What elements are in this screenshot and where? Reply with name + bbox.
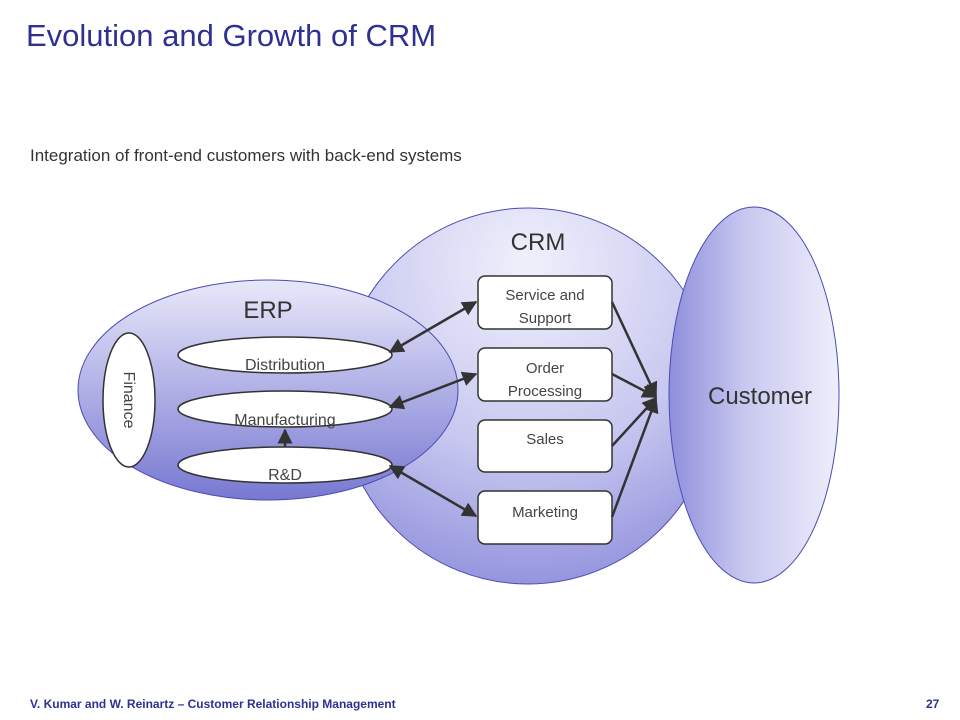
order-to-customer-arrow bbox=[611, 372, 658, 399]
erp-item-manufacturing-label: Manufacturing bbox=[234, 412, 335, 429]
erp-item-distribution bbox=[177, 336, 393, 374]
erp-label: ERP bbox=[243, 297, 292, 324]
crm-box-marketing bbox=[477, 490, 613, 545]
rd-marketing-arrow bbox=[388, 464, 478, 518]
footer-citation: V. Kumar and W. Reinartz – Customer Rela… bbox=[30, 697, 396, 711]
page-title: Evolution and Growth of CRM bbox=[26, 18, 437, 53]
service-to-customer-arrow bbox=[610, 301, 658, 398]
subtitle: Integration of front-end customers with … bbox=[30, 146, 462, 165]
distribution-service-arrow bbox=[388, 300, 478, 354]
crm-label: CRM bbox=[511, 229, 566, 256]
finance-label: Finance bbox=[120, 372, 137, 429]
crm-box-marketing-label: Marketing bbox=[512, 504, 578, 521]
customer-ellipse bbox=[668, 206, 840, 584]
crm-box-sales-label: Sales bbox=[526, 431, 564, 448]
crm-box-order-processing-line1: Order bbox=[526, 360, 564, 377]
customer-label: Customer bbox=[708, 383, 812, 410]
erp-item-rd-label: R&D bbox=[268, 467, 302, 484]
crm-box-service-support-line2: Support bbox=[519, 310, 572, 327]
marketing-to-customer-arrow bbox=[610, 397, 659, 518]
finance-ellipse bbox=[102, 332, 156, 468]
erp-item-distribution-label: Distribution bbox=[245, 357, 325, 374]
crm-box-service-support-line1: Service and bbox=[505, 287, 584, 304]
crm-box-order-processing-line2: Processing bbox=[508, 383, 582, 400]
page-number: 27 bbox=[926, 697, 940, 711]
manufacturing-order-arrow bbox=[388, 371, 478, 410]
